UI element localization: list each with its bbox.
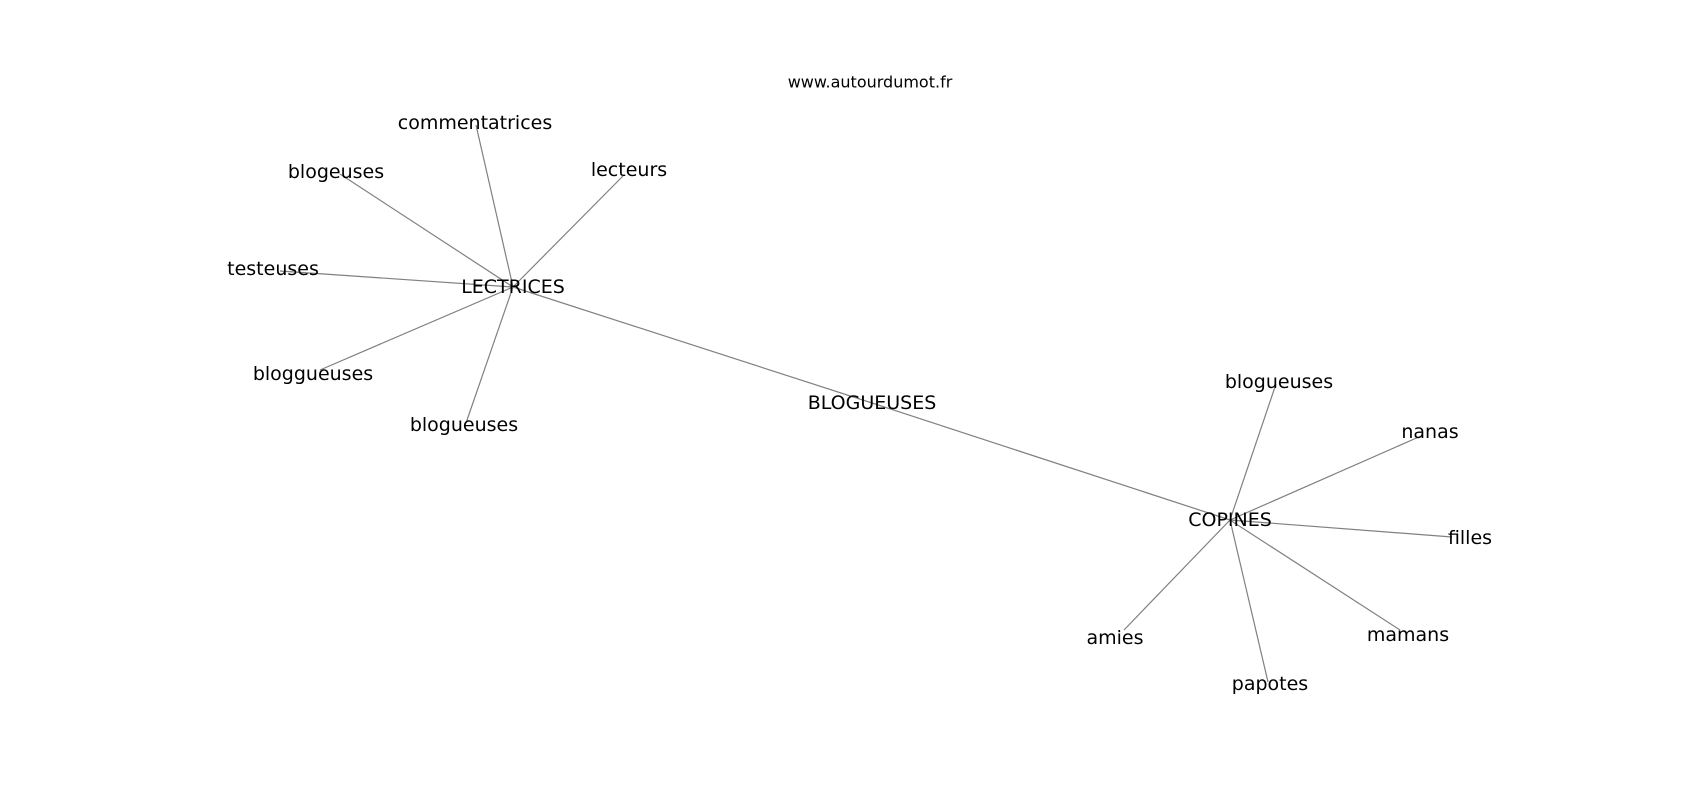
edge-lectrices-l_lecteurs xyxy=(512,175,624,288)
node-label-lectrices: LECTRICES xyxy=(461,276,565,298)
edge-copines-c_amies xyxy=(1123,519,1231,631)
edge-lectrices-l_blogueuses xyxy=(465,286,514,424)
edge-lectrices-l_commentatrices xyxy=(475,124,514,288)
node-label-c-blogueuses: blogueuses xyxy=(1225,371,1333,393)
edge-lectrices-l_testeuses xyxy=(279,270,514,288)
node-label-c-nanas: nanas xyxy=(1401,421,1458,443)
edge-copines-c_blogueuses xyxy=(1229,383,1277,521)
edge-copines-c_papotes xyxy=(1229,519,1269,683)
node-label-copines: COPINES xyxy=(1188,509,1272,531)
graph-node-labels: BLOGUEUSES LECTRICES COPINES commentatrices… xyxy=(227,112,1492,695)
node-label-l-bloggueuses: bloggueuses xyxy=(253,363,373,385)
edge-copines-c_nanas xyxy=(1229,435,1422,521)
node-label-blogueuses: BLOGUEUSES xyxy=(808,392,937,414)
node-label-c-filles: filles xyxy=(1448,527,1492,549)
node-label-l-blogueuses: blogueuses xyxy=(410,414,518,436)
node-label-c-amies: amies xyxy=(1086,627,1143,649)
node-label-l-commentatrices: commentatrices xyxy=(398,112,553,134)
node-label-l-lecteurs: lecteurs xyxy=(591,159,667,181)
edge-lectrices-blogueuses xyxy=(512,286,873,404)
edge-lectrices-l_bloggueuses xyxy=(319,286,514,371)
edge-blogueuses-copines xyxy=(871,402,1231,521)
graph-edges xyxy=(279,124,1453,683)
edge-copines-c_mamans xyxy=(1229,519,1401,631)
edge-copines-c_filles xyxy=(1229,519,1453,538)
node-label-c-papotes: papotes xyxy=(1232,673,1308,695)
edge-lectrices-l_blogeuses xyxy=(339,173,514,288)
site-watermark: www.autourdumot.fr xyxy=(788,73,953,92)
node-label-l-testeuses: testeuses xyxy=(227,258,319,280)
node-label-c-mamans: mamans xyxy=(1367,624,1449,646)
node-label-l-blogeuses: blogeuses xyxy=(288,161,384,183)
